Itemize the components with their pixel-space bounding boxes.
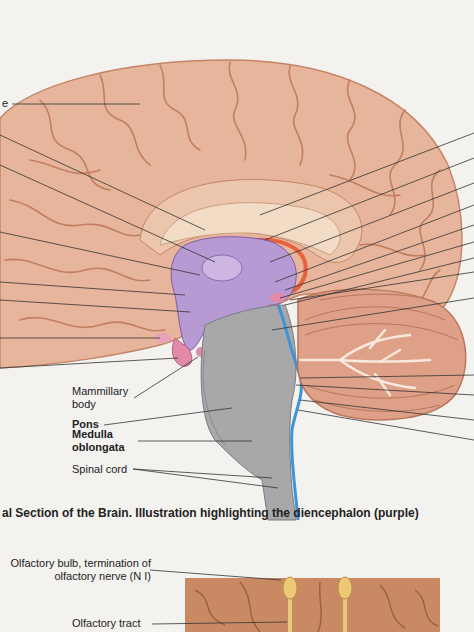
part-label: Mammillary body xyxy=(72,385,134,411)
part-label: Spinal cord xyxy=(72,463,142,476)
part-label: e xyxy=(2,97,14,110)
part-label: Olfactory bulb, termination of olfactory… xyxy=(6,557,151,583)
part-label: Medulla oblongata xyxy=(72,428,138,454)
part-label: Olfactory tract xyxy=(72,617,152,630)
figure-caption: al Section of the Brain. Illustration hi… xyxy=(2,506,419,520)
